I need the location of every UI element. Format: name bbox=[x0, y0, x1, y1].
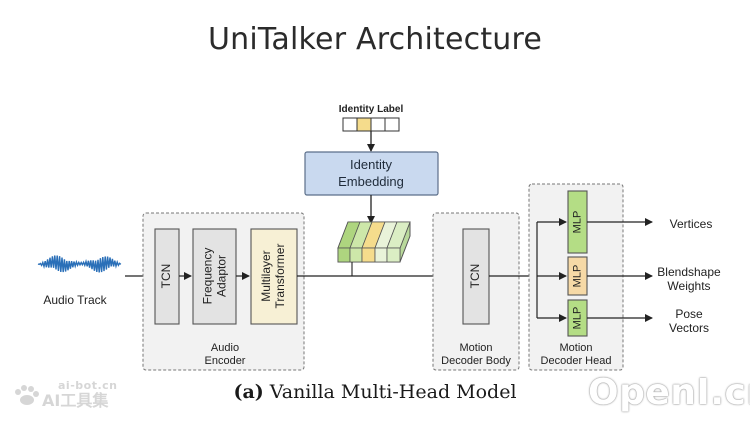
fused-feature-stack bbox=[337, 221, 411, 263]
watermark-right: OpenI.cn bbox=[588, 372, 750, 413]
figure-caption: (a)Vanilla Multi-Head Model bbox=[0, 381, 750, 403]
frequency-adaptor-block bbox=[192, 228, 237, 325]
output-vertices: Vertices bbox=[670, 217, 713, 231]
caption-tag: (a) bbox=[233, 381, 264, 403]
encoder-tcn-block bbox=[154, 228, 180, 325]
audio-waveform-icon bbox=[37, 255, 122, 273]
audio-encoder-label-line1: Audio bbox=[211, 342, 239, 354]
decoder-head-label-line2: Decoder Head bbox=[541, 355, 612, 367]
identity-label-text: Identity Label bbox=[339, 104, 404, 115]
transformer-line1: Multilayer bbox=[259, 250, 273, 301]
audio-encoder-label-line2: Encoder bbox=[205, 355, 246, 367]
output-blendshape-line1: Blendshape bbox=[657, 265, 721, 279]
watermark-left: ai-bot.cn AI工具集 bbox=[12, 380, 117, 409]
identity-embedding-line2: Embedding bbox=[338, 174, 404, 189]
page-title: UniTalker Architecture bbox=[207, 22, 543, 57]
output-blendshape-line2: Weights bbox=[667, 279, 710, 293]
output-pose-line1: Pose bbox=[675, 307, 703, 321]
identity-embedding-line1: Identity bbox=[350, 157, 392, 172]
encoder-tcn-label: TCN bbox=[159, 264, 173, 289]
caption-text: Vanilla Multi-Head Model bbox=[269, 381, 517, 403]
output-pose-line2: Vectors bbox=[669, 321, 709, 335]
mlp-blendshape-label: MLP bbox=[571, 265, 583, 288]
watermark-left-bottom: AI工具集 bbox=[42, 391, 109, 410]
multilayer-transformer-block bbox=[250, 228, 298, 325]
frequency-adaptor-line2: Adaptor bbox=[215, 255, 229, 297]
mlp-pose-label: MLP bbox=[571, 307, 583, 330]
paw-logo-icon bbox=[15, 385, 39, 405]
frequency-adaptor-line1: Frequency bbox=[201, 248, 215, 305]
decoder-body-label-line2: Decoder Body bbox=[441, 355, 511, 367]
identity-onehot-vector bbox=[342, 117, 400, 132]
decoder-tcn-block bbox=[462, 228, 490, 325]
audio-track-label: Audio Track bbox=[43, 293, 107, 307]
decoder-tcn-label: TCN bbox=[468, 264, 482, 289]
watermark-left-top: ai-bot.cn bbox=[58, 379, 118, 392]
decoder-head-label-line1: Motion bbox=[559, 342, 592, 354]
mlp-vertices-label: MLP bbox=[571, 211, 583, 234]
decoder-body-label-line1: Motion bbox=[459, 342, 492, 354]
transformer-line2: Transformer bbox=[273, 244, 287, 309]
